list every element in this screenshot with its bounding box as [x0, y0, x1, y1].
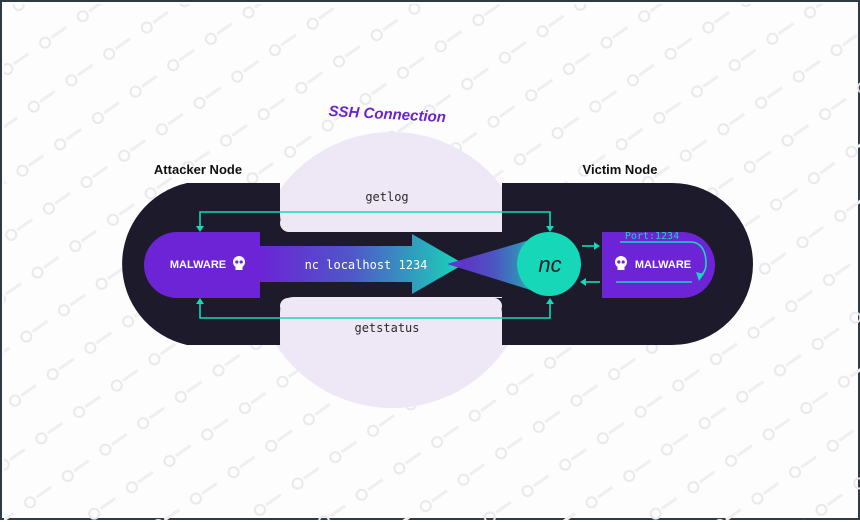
nc-label: nc: [538, 252, 561, 277]
upper-channel-band: [280, 214, 502, 232]
nc-command-label: nc localhost 1234: [305, 258, 428, 272]
getstatus-label: getstatus: [354, 321, 419, 335]
getstatus-connection: [196, 298, 554, 319]
port-loop: [616, 241, 707, 283]
attacker-malware-box: [144, 232, 260, 298]
getlog-connection: [196, 211, 554, 232]
victim-node-label: Victim Node: [583, 162, 658, 177]
attacker-malware-label: MALWARE: [170, 259, 226, 271]
ssh-connection-title: SSH Connection: [328, 103, 446, 126]
attacker-node-label: Attacker Node: [154, 162, 242, 177]
lower-channel-band: [280, 298, 502, 314]
nc-command-arrow: [260, 234, 464, 294]
victim-malware-label: MALWARE: [635, 259, 691, 271]
getlog-label: getlog: [365, 190, 408, 204]
port-label: Port:1234: [625, 231, 679, 242]
skull-icon: [615, 256, 627, 270]
nc-circle: [517, 232, 581, 296]
nc-to-malware-arrows: [580, 242, 600, 286]
skull-icon: [233, 256, 245, 270]
